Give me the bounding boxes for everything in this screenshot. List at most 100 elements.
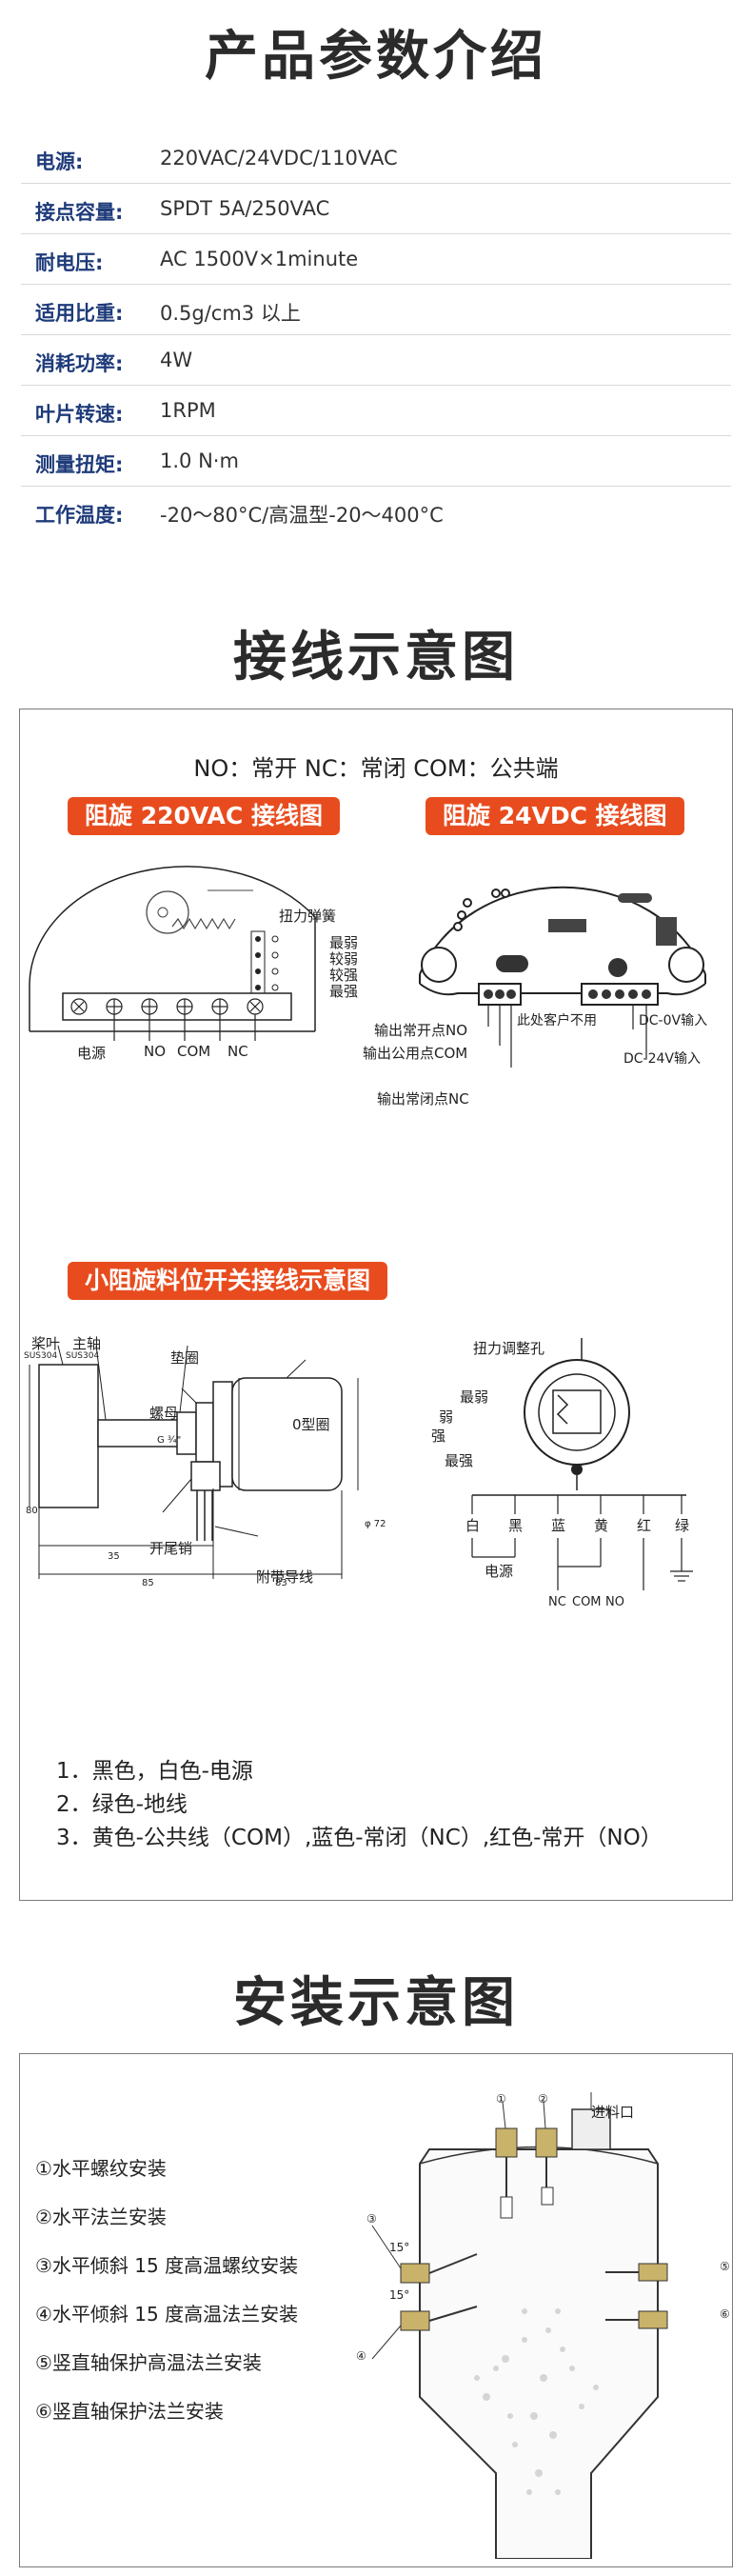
spec-label: 叶片转速: xyxy=(35,403,124,426)
ac-strongest-label: 最强 xyxy=(329,983,359,1000)
small-g-label: G ¾" xyxy=(157,1435,182,1446)
dc-unused-label: 此处客户不用 xyxy=(517,1013,597,1028)
wire-blue-label: 蓝 xyxy=(551,1517,566,1534)
ac-nc-label: NC xyxy=(228,1043,248,1060)
spec-row: 工作温度: -20～80°C/高温型-20～400°C xyxy=(21,487,731,536)
small-shaft-label: 主轴 xyxy=(72,1335,102,1352)
ac-weakest-label: 最弱 xyxy=(329,934,359,951)
install-panel: ①水平螺纹安装 ②水平法兰安装 ③水平倾斜 15 度高温螺纹安装 ④水平倾斜 1… xyxy=(19,2053,733,2567)
small-d80-label: 80 xyxy=(26,1506,38,1516)
wire-nc-label: NC xyxy=(548,1595,566,1609)
params-title: 产品参数介绍 xyxy=(205,26,547,88)
wire-color-diagram xyxy=(471,1338,693,1590)
install-title: 安装示意图 xyxy=(233,1972,519,2034)
ac-wiring-diagram xyxy=(29,866,316,1041)
spec-row: 消耗功率: 4W xyxy=(21,335,731,386)
install-n5: ⑤ xyxy=(720,2260,730,2273)
install-n6: ⑥ xyxy=(720,2307,730,2321)
install-item: ⑥竖直轴保护法兰安装 xyxy=(35,2400,224,2423)
dc-out-com-label: 输出公用点COM xyxy=(363,1045,468,1062)
dc-wiring-diagram xyxy=(419,886,706,1068)
spec-label: 工作温度: xyxy=(35,504,124,527)
spec-value: 220VAC/24VDC/110VAC xyxy=(160,147,398,170)
wire-white-label: 白 xyxy=(465,1517,481,1534)
spec-value: 1RPM xyxy=(160,399,216,422)
install-n3: ③ xyxy=(366,2212,377,2226)
install-item: ⑤竖直轴保护高温法兰安装 xyxy=(35,2351,262,2374)
ac-com-label: COM xyxy=(177,1043,211,1060)
small-dim85-label: 85 xyxy=(142,1578,154,1588)
install-list: ①水平螺纹安装 ②水平法兰安装 ③水平倾斜 15 度高温螺纹安装 ④水平倾斜 1… xyxy=(35,2145,298,2436)
spec-label: 适用比重: xyxy=(35,302,124,325)
small-dim35-label: 35 xyxy=(108,1551,120,1562)
install-item: ③水平倾斜 15 度高温螺纹安装 xyxy=(35,2254,299,2277)
install-n2: ② xyxy=(538,2092,548,2106)
spec-value: -20～80°C/高温型-20～400°C xyxy=(160,504,444,527)
wiring-title: 接线示意图 xyxy=(233,627,519,689)
dc-out-nc-label: 输出常闭点NC xyxy=(377,1090,469,1108)
tag-220vac: 阻旋 220VAC 接线图 xyxy=(68,797,340,835)
wire-com-label: COM xyxy=(572,1595,602,1609)
ac-spring-label: 扭力弹簧 xyxy=(279,908,337,925)
spec-value: 4W xyxy=(160,349,193,371)
small-strong-label: 强 xyxy=(431,1428,446,1445)
ac-stronger-label: 较强 xyxy=(329,967,359,984)
small-weakest-label: 最弱 xyxy=(460,1388,489,1406)
ac-no-label: NO xyxy=(144,1043,167,1060)
small-strongest-label: 最强 xyxy=(445,1452,474,1469)
wire-red-label: 红 xyxy=(637,1517,652,1534)
install-item: ②水平法兰安装 xyxy=(35,2206,167,2228)
wire-yellow-label: 黄 xyxy=(594,1517,609,1534)
dc-in0-label: DC-0V输入 xyxy=(639,1013,708,1028)
small-dim83-label: 83 xyxy=(275,1578,287,1588)
dc-out-no-label: 输出常开点NO xyxy=(374,1022,468,1039)
wire-no-label: NO xyxy=(605,1595,624,1609)
spec-value: AC 1500V×1minute xyxy=(160,248,359,270)
spec-value: SPDT 5A/250VAC xyxy=(160,197,330,220)
small-torque-hole-label: 扭力调整孔 xyxy=(473,1340,545,1357)
small-washer-label: 垫圈 xyxy=(170,1349,200,1367)
spec-row: 测量扭矩: 1.0 N·m xyxy=(21,436,731,487)
tag-24vdc: 阻旋 24VDC 接线图 xyxy=(425,797,684,835)
install-inlet-label: 进料口 xyxy=(591,2104,635,2121)
spec-row: 耐电压:AC 1500V×1minute xyxy=(21,234,731,285)
spec-row: 叶片转速: 1RPM xyxy=(21,386,731,436)
wiring-note: 3．黄色-公共线（COM）,蓝色-常闭（NC）,红色-常开（NO） xyxy=(56,1826,663,1850)
spec-row: 适用比重: 0.5g/cm3 以上 xyxy=(21,285,731,335)
wire-black-label: 黑 xyxy=(508,1517,524,1534)
small-d72-label: φ 72 xyxy=(365,1519,386,1529)
install-n1: ① xyxy=(496,2092,506,2106)
small-switch-drawing xyxy=(29,1345,359,1579)
small-wire-label: 附带导线 xyxy=(256,1568,314,1586)
silo-install-diagram xyxy=(371,2092,668,2559)
spec-row: 电源:220VAC/24VDC/110VAC xyxy=(21,133,731,184)
wiring-note: 2．绿色-地线 xyxy=(56,1792,188,1817)
wire-power-label: 电源 xyxy=(485,1563,514,1580)
dc-in24-label: DC-24V输入 xyxy=(623,1051,701,1067)
spec-value: 0.5g/cm3 以上 xyxy=(160,302,301,325)
small-weak-label: 弱 xyxy=(439,1408,454,1426)
wiring-panel: NO：常开 NC：常闭 COM：公共端 阻旋 220VAC 接线图 阻旋 24V… xyxy=(19,709,733,1901)
wiring-note: 1．黑色，白色-电源 xyxy=(56,1759,253,1784)
spec-label: 接点容量: xyxy=(35,201,124,224)
small-sus2-label: SUS304 xyxy=(66,1351,100,1361)
install-angle-1: 15° xyxy=(389,2241,410,2254)
wiring-notes: 1．黑色，白色-电源 2．绿色-地线 3．黄色-公共线（COM）,蓝色-常闭（N… xyxy=(56,1755,663,1855)
spec-value: 1.0 N·m xyxy=(160,449,239,472)
install-item: ①水平螺纹安装 xyxy=(35,2157,167,2180)
wire-green-label: 绿 xyxy=(675,1517,690,1534)
spec-table: 电源:220VAC/24VDC/110VAC 接点容量: SPDT 5A/250V… xyxy=(21,133,731,536)
spec-label: 测量扭矩: xyxy=(35,453,124,476)
spec-label: 消耗功率: xyxy=(35,352,124,375)
small-pin-label: 开尾销 xyxy=(149,1540,193,1557)
ac-power-label: 电源 xyxy=(77,1045,107,1062)
small-oring-label: 0型圈 xyxy=(292,1416,330,1433)
tag-small-switch: 小阻旋料位开关接线示意图 xyxy=(68,1262,388,1300)
wiring-legend: NO：常开 NC：常闭 COM：公共端 xyxy=(193,755,559,782)
small-nut-label: 螺母 xyxy=(149,1405,179,1422)
small-blade-label: 桨叶 xyxy=(31,1335,61,1352)
install-item: ④水平倾斜 15 度高温法兰安装 xyxy=(35,2303,299,2326)
spec-row: 接点容量: SPDT 5A/250VAC xyxy=(21,184,731,234)
install-angle-2: 15° xyxy=(389,2288,410,2302)
